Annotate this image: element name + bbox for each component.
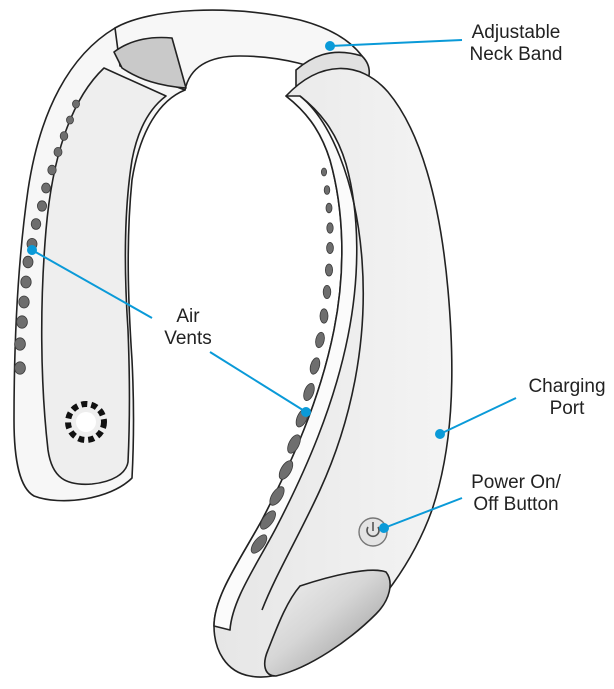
fan-intake-center: [76, 412, 96, 432]
label-line: Vents: [164, 328, 212, 349]
label-adjustable-neck-band: Adjustable Neck Band: [458, 22, 574, 66]
vent-slot: [323, 185, 331, 195]
callout-dot-air-vents-left: [27, 245, 37, 255]
vent-slot: [315, 331, 325, 349]
end-cap-plate: [263, 569, 391, 677]
vent-slot: [260, 510, 276, 530]
vent-slot: [20, 275, 32, 289]
vent-slot: [326, 222, 334, 234]
vent-slot: [250, 534, 268, 554]
label-charging-port: Charging Port: [520, 376, 614, 420]
label-line: Port: [549, 398, 585, 419]
callout-line-power-button: [383, 497, 463, 529]
label-line: Adjustable: [471, 22, 561, 43]
power-symbol: [366, 526, 380, 538]
vent-slot: [269, 486, 285, 506]
vent-slot: [53, 146, 63, 157]
vent-slot: [278, 460, 294, 480]
vent-slot: [16, 315, 28, 329]
label-line: Air: [176, 306, 200, 327]
fan-intake-ring: [65, 401, 107, 443]
callout-dot-neck-band: [325, 41, 335, 51]
vent-slot: [47, 164, 57, 176]
left-arm-inner-face: [40, 67, 167, 486]
vent-slot: [14, 337, 26, 351]
vent-slot: [319, 308, 329, 324]
vent-slot: [14, 361, 26, 375]
callout-dot-charging-port: [435, 429, 445, 439]
callout-dot-air-vents-right: [301, 407, 311, 417]
vent-slot: [322, 284, 332, 299]
vent-slot: [324, 263, 333, 277]
callout-line-charging-port: [439, 397, 517, 435]
vent-slot: [303, 382, 315, 402]
right-arm-ridge: [261, 95, 365, 611]
callout-dot-power-button: [379, 523, 389, 533]
vent-slot: [72, 99, 80, 109]
callout-lines: [31, 39, 517, 529]
vent-slot: [18, 295, 30, 309]
vent-slot: [325, 202, 333, 214]
vent-slot: [59, 131, 69, 141]
adjustable-section: [113, 36, 187, 89]
vent-slot: [41, 182, 51, 194]
vent-slot: [30, 218, 42, 230]
callout-dots: [27, 41, 445, 533]
left-arm-vents: [14, 99, 80, 375]
vent-slot: [37, 200, 48, 212]
vent-slot: [309, 357, 321, 375]
callout-line-air-vents-left: [31, 249, 153, 319]
label-line: Neck Band: [469, 44, 563, 65]
vent-slot: [22, 255, 34, 269]
vent-slot: [66, 115, 74, 125]
callout-line-neck-band: [329, 39, 463, 47]
callout-line-air-vents-right: [209, 351, 307, 413]
vent-slot: [287, 434, 301, 454]
label-line: Off Button: [473, 494, 559, 515]
label-air-vents: Air Vents: [150, 306, 226, 350]
label-power-button: Power On/ Off Button: [458, 472, 574, 516]
vent-slot: [320, 167, 327, 177]
dashed-ring-icon: [65, 401, 107, 443]
label-line: Power On/: [471, 472, 561, 493]
right-arm-inner-face: [213, 95, 358, 631]
label-line: Charging: [528, 376, 606, 397]
vent-slot: [326, 241, 334, 254]
